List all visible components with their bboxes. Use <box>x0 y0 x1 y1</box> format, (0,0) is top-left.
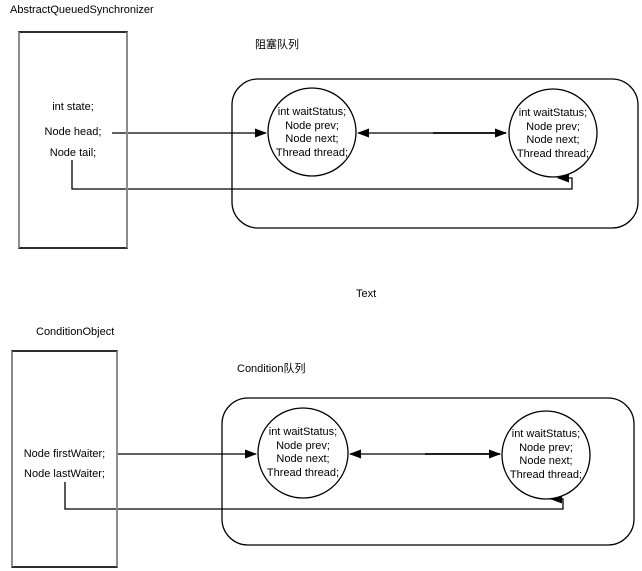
cond-node-2-circle <box>501 410 591 500</box>
node-field-thread: Thread thread; <box>275 146 349 159</box>
aqs-field-tail: Node tail; <box>49 147 97 159</box>
lastwaiter-pointer-arrow <box>64 482 564 510</box>
aqs-title: AbstractQueuedSynchronizer <box>10 4 154 16</box>
blocking-queue-label: 阻塞队列 <box>255 39 299 51</box>
node-field-thread: Thread thread; <box>516 147 590 160</box>
aqs-class-box <box>18 31 128 249</box>
cond-node-2-text: int waitStatus; Node prev; Node next; Th… <box>498 428 594 482</box>
sync-node-2-text: int waitStatus; Node prev; Node next; Th… <box>505 107 601 161</box>
node-field-next: Node next; <box>526 134 580 146</box>
tail-pointer-arrow <box>71 160 573 190</box>
sync-node-1-circle <box>267 87 357 177</box>
node-field-thread: Thread thread; <box>266 466 340 479</box>
condition-queue-container <box>221 397 635 546</box>
node-field-prev: Node prev; <box>526 120 580 133</box>
node-field-prev: Node prev; <box>276 439 330 452</box>
node-field-waitstatus: int waitStatus; <box>268 426 338 438</box>
node-field-waitstatus: int waitStatus; <box>511 428 581 440</box>
node-field-prev: Node prev; <box>285 119 339 132</box>
node-field-waitstatus: int waitStatus; <box>518 107 588 119</box>
condition-class-box <box>11 350 118 568</box>
aqs-field-head: Node head; <box>44 126 102 138</box>
sync-node-1-text: int waitStatus; Node prev; Node next; Th… <box>264 106 360 160</box>
condition-title: ConditionObject <box>36 326 115 338</box>
condition-field-lastwaiter: Node lastWaiter; <box>24 468 105 480</box>
node-field-waitstatus: int waitStatus; <box>277 106 347 118</box>
node-field-next: Node next; <box>276 453 330 465</box>
aqs-field-state: int state; <box>52 101 94 113</box>
condition-queue-label: Condition队列 <box>237 363 306 375</box>
cond-node-1-text: int waitStatus; Node prev; Node next; Th… <box>255 426 351 480</box>
blocking-queue-container <box>231 78 639 229</box>
node-field-next: Node next; <box>519 455 573 467</box>
middle-text-label: Text <box>356 288 377 300</box>
cond-node-1-circle <box>257 407 349 499</box>
node-field-prev: Node prev; <box>519 441 573 454</box>
condition-field-firstwaiter: Node firstWaiter; <box>23 448 106 460</box>
sync-node-2-circle <box>508 88 598 178</box>
node-field-next: Node next; <box>285 133 339 145</box>
node-field-thread: Thread thread; <box>509 468 583 481</box>
